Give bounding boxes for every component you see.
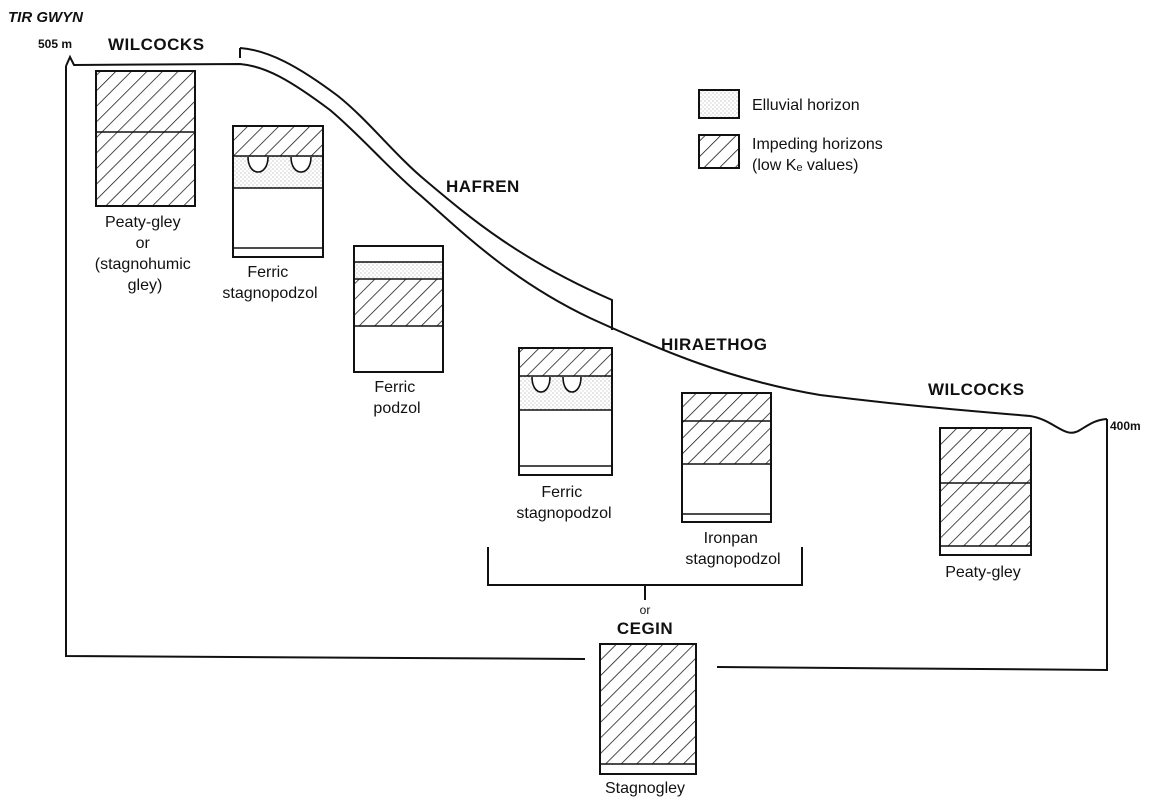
- profile-caption-7: Stagnogley: [605, 780, 685, 797]
- or-label: or: [640, 603, 651, 617]
- series-label-wilcocks-lower: WILCOCKS: [928, 380, 1025, 399]
- series-label-cegin: CEGIN: [617, 619, 673, 638]
- legend-impeding-swatch: [699, 135, 739, 168]
- soil-profile-3: [354, 246, 443, 372]
- site-title: TIR GWYN: [8, 9, 84, 26]
- legend: [699, 90, 739, 168]
- profile-caption-1: Peaty-gley or (stagnohumic gley): [95, 214, 196, 294]
- legend-elluvial-swatch: [699, 90, 739, 118]
- legend-elluvial-label: Elluvial horizon: [752, 97, 860, 114]
- profile-caption-2: Ferric stagnopodzol: [222, 264, 317, 302]
- soil-profile-6: [940, 428, 1031, 555]
- legend-impeding-label-2: (low Kₑ values): [752, 157, 858, 174]
- elevation-bottom: 400m: [1110, 419, 1141, 433]
- profile-caption-4: Ferric stagnopodzol: [516, 484, 611, 522]
- soil-profile-2: [233, 126, 323, 257]
- series-label-hafren: HAFREN: [446, 177, 520, 196]
- profile-caption-5: Ironpan stagnopodzol: [685, 530, 780, 568]
- elevation-top: 505 m: [38, 37, 72, 51]
- profile-caption-6: Peaty-gley: [945, 564, 1021, 581]
- soil-profile-1: [96, 71, 195, 206]
- series-label-hiraethog: HIRAETHOG: [661, 335, 768, 354]
- profile-caption-3: Ferric podzol: [373, 379, 420, 417]
- legend-impeding-label-1: Impeding horizons: [752, 136, 883, 153]
- soil-profile-5: [682, 393, 771, 522]
- soil-profile-4: [519, 348, 612, 475]
- soil-profile-7: [600, 644, 696, 774]
- series-label-wilcocks-upper: WILCOCKS: [108, 35, 205, 54]
